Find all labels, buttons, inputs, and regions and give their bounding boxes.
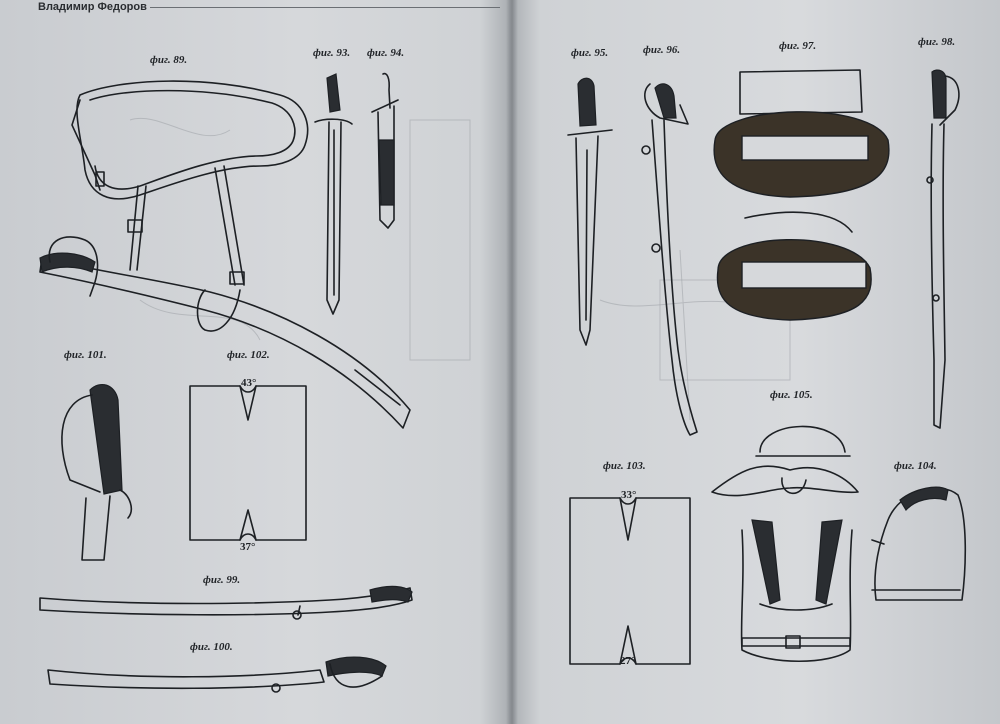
fig-101-label: фиг. 101. <box>64 349 107 361</box>
fig-105-helmet <box>711 425 859 497</box>
fig-99-label: фиг. 99. <box>203 574 241 586</box>
fig-89-sword-belt <box>71 80 309 332</box>
fig-100-sabre <box>47 656 387 693</box>
book-gutter <box>506 0 518 724</box>
fig-96-sabre <box>641 83 698 436</box>
fig-97-cartridge-pouch <box>713 69 890 321</box>
fig-95-label: фиг. 95. <box>571 47 609 59</box>
fig-100-label: фиг. 100. <box>190 641 233 653</box>
fig-104-label: фиг. 104. <box>894 460 937 472</box>
fig-89-sabre <box>39 236 411 429</box>
fig-94-label: фиг. 94. <box>367 47 405 59</box>
fig-105-label: фиг. 105. <box>770 389 813 401</box>
fig-105-cuirass <box>740 519 853 662</box>
fig-94-knife <box>371 72 399 229</box>
fig-101-hilt <box>61 383 132 561</box>
fig-96-label: фиг. 96. <box>643 44 681 56</box>
fig-104-shoulder-guard <box>871 486 967 601</box>
fig-95-dagger <box>567 77 613 346</box>
fig-103-top-angle: 33° <box>621 489 637 501</box>
fig-89-label: фиг. 89. <box>150 54 188 66</box>
fig-102-top-angle: 43° <box>241 377 257 389</box>
fig-98-label: фиг. 98. <box>918 36 956 48</box>
fig-99-sabre <box>39 585 413 620</box>
header-rule <box>150 7 500 8</box>
fig-93-label: фиг. 93. <box>313 47 351 59</box>
fig-102-label: фиг. 102. <box>227 349 270 361</box>
fig-93-short-sword <box>314 73 353 315</box>
fig-103-label: фиг. 103. <box>603 460 646 472</box>
fig-103-pattern <box>569 497 691 665</box>
fig-97-label: фиг. 97. <box>779 40 817 52</box>
fig-98-sabre <box>926 69 960 429</box>
fig-102-bottom-angle: 37° <box>240 541 256 553</box>
running-head: Владимир Федоров <box>38 1 147 13</box>
fig-102-pattern <box>189 385 307 541</box>
show-through-ghost <box>129 117 791 421</box>
